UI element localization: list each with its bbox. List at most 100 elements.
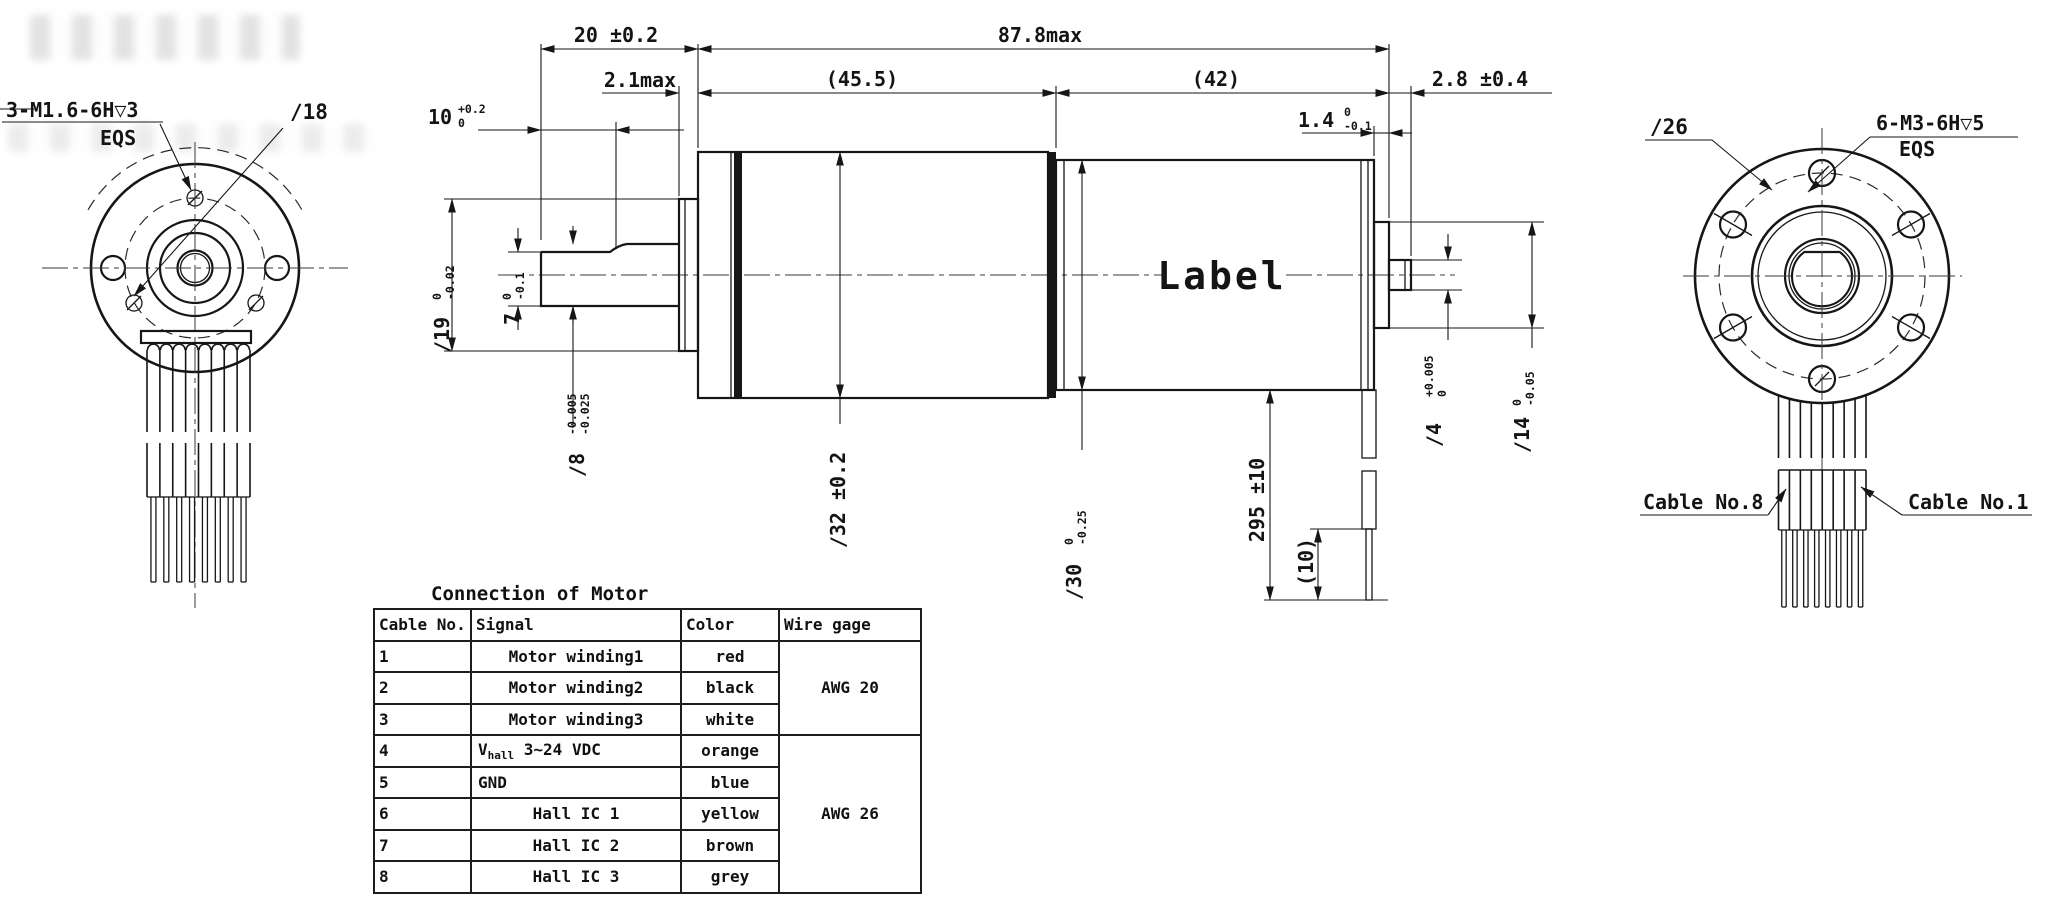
svg-text:∕8: ∕8 xyxy=(565,453,589,477)
cell-cable-no: 7 xyxy=(373,828,472,862)
connection-table-section: Connection of Motor Cable No. Signal Col… xyxy=(373,583,922,894)
svg-text:Cable No.1: Cable No.1 xyxy=(1908,490,2028,514)
cell-signal: Vhall 3~24 VDC xyxy=(470,734,682,768)
cell-color: white xyxy=(680,702,780,736)
dim-motor-length: (42) xyxy=(1055,67,1390,97)
dim-total-length: 87.8max xyxy=(697,23,1390,53)
cell-signal: Hall IC 1 xyxy=(470,797,682,831)
col-header-color: Color xyxy=(680,608,780,642)
svg-text:∕30: ∕30 xyxy=(1062,564,1086,600)
cell-signal: GND xyxy=(470,765,682,799)
cell-color: black xyxy=(680,671,780,705)
svg-text:0: 0 xyxy=(1344,105,1351,119)
dim-shaft-protrusion: 20 ±0.2 xyxy=(540,23,699,53)
flange-bolt-circle-label: ∕26 xyxy=(1650,115,1688,139)
wire-bump xyxy=(211,343,225,351)
svg-text:-0.025: -0.025 xyxy=(578,393,592,435)
dim-rear-shaft-length: 2.8 ±0.4 xyxy=(1340,67,1552,97)
svg-text:-0.005: -0.005 xyxy=(565,393,579,435)
cell-color: blue xyxy=(680,765,780,799)
dim-cable-length: 295 ±10 xyxy=(1245,389,1388,601)
svg-text:∕32 ±0.2: ∕32 ±0.2 xyxy=(826,452,850,548)
cell-signal: Hall IC 3 xyxy=(470,860,682,894)
cell-cable-no: 4 xyxy=(373,734,472,768)
svg-text:-0.05: -0.05 xyxy=(1523,371,1537,406)
svg-text:0: 0 xyxy=(1510,399,1524,406)
cell-signal: Hall IC 2 xyxy=(470,828,682,862)
svg-text:2.8 ±0.4: 2.8 ±0.4 xyxy=(1432,67,1528,91)
table-header-row: Cable No. Signal Color Wire gage xyxy=(373,608,922,642)
wire-bump xyxy=(172,343,186,351)
dim-flat-height: 7 0 -0.1 xyxy=(500,228,543,330)
wire-bump xyxy=(198,343,212,351)
svg-text:-0.25: -0.25 xyxy=(1075,510,1089,545)
eqs-label: EQS xyxy=(100,126,136,150)
svg-text:+0.2: +0.2 xyxy=(458,102,486,116)
dim-gearbox-dia: ∕32 ±0.2 xyxy=(826,151,850,548)
bolt-circle-dia-label: ∕18 xyxy=(290,100,328,124)
cable-no-8-callout: Cable No.8 xyxy=(1640,488,1787,516)
cell-color: yellow xyxy=(680,797,780,831)
cell-color: grey xyxy=(680,860,780,894)
shaft-bore-with-flat xyxy=(1790,250,1854,308)
wire-bump xyxy=(159,343,174,351)
svg-text:20 ±0.2: 20 ±0.2 xyxy=(574,23,658,47)
svg-text:0: 0 xyxy=(1435,390,1449,397)
svg-text:1.4: 1.4 xyxy=(1298,108,1334,132)
cell-signal: Motor winding2 xyxy=(470,671,682,705)
svg-text:+0.005: +0.005 xyxy=(1422,355,1436,397)
watermark-artifact xyxy=(30,15,300,60)
thread-callout-label: 3-M1.6-6H▽3 xyxy=(6,98,138,122)
side-view: Label 20 ±0.2 xyxy=(428,23,1552,601)
svg-text:0: 0 xyxy=(1062,538,1076,545)
cell-color: orange xyxy=(680,734,780,768)
motor-label-text: Label xyxy=(1157,254,1286,298)
dim-gearbox-length: (45.5) xyxy=(697,67,1057,97)
wire-bump xyxy=(236,343,251,351)
cable-no-1-callout: Cable No.1 xyxy=(1860,486,2032,516)
watermark-artifact xyxy=(8,124,380,152)
dim-rear-boss-dia: ∕14 0 -0.05 xyxy=(1389,221,1544,453)
cell-cable-no: 8 xyxy=(373,860,472,894)
svg-text:87.8max: 87.8max xyxy=(998,23,1082,47)
right-view-cable xyxy=(1777,395,1867,608)
side-view-cable xyxy=(1361,389,1377,601)
eqs-label: EQS xyxy=(1899,137,1935,161)
cell-color: red xyxy=(680,639,780,673)
cell-cable-no: 2 xyxy=(373,671,472,705)
svg-text:∕19: ∕19 xyxy=(430,317,454,353)
cell-color: brown xyxy=(680,828,780,862)
svg-text:-0.1: -0.1 xyxy=(1344,119,1372,133)
svg-text:0: 0 xyxy=(500,293,514,300)
svg-text:∕4: ∕4 xyxy=(1422,423,1446,447)
svg-text:(42): (42) xyxy=(1192,67,1240,91)
rear-shaft xyxy=(1387,258,1413,292)
svg-text:295 ±10: 295 ±10 xyxy=(1245,458,1269,542)
svg-text:10: 10 xyxy=(428,105,452,129)
svg-text:7: 7 xyxy=(500,313,524,325)
left-end-view: 3-M1.6-6H▽3 EQS ∕18 xyxy=(0,98,348,608)
dim-front-boss-dia: ∕19 0 -0.02 xyxy=(430,198,679,353)
cell-signal: Motor winding1 xyxy=(470,639,682,673)
wire-bump xyxy=(146,343,161,351)
dim-boss-length: 2.1max xyxy=(602,68,722,97)
left-view-cable xyxy=(139,329,253,583)
dim-motor-dia: ∕30 0 -0.25 xyxy=(1062,159,1089,600)
svg-text:(45.5): (45.5) xyxy=(826,67,898,91)
wire-bump xyxy=(185,343,199,351)
svg-text:-0.02: -0.02 xyxy=(443,265,457,300)
col-header-wire-gage: Wire gage xyxy=(778,608,922,642)
right-end-view: ∕26 6-M3-6H▽5 EQS Cable No.8 Cable No.1 xyxy=(1640,111,2032,608)
dim-rear-shaft-dia: ∕4 +0.005 0 xyxy=(1411,234,1462,447)
cell-signal: Motor winding3 xyxy=(470,702,682,736)
dim-shaft-dia: ∕8 -0.005 -0.025 xyxy=(565,226,592,477)
table-title: Connection of Motor xyxy=(431,583,649,605)
thread-callout-label: 6-M3-6H▽5 xyxy=(1876,111,1984,135)
svg-text:∕14: ∕14 xyxy=(1510,417,1534,453)
cell-cable-no: 3 xyxy=(373,702,472,736)
